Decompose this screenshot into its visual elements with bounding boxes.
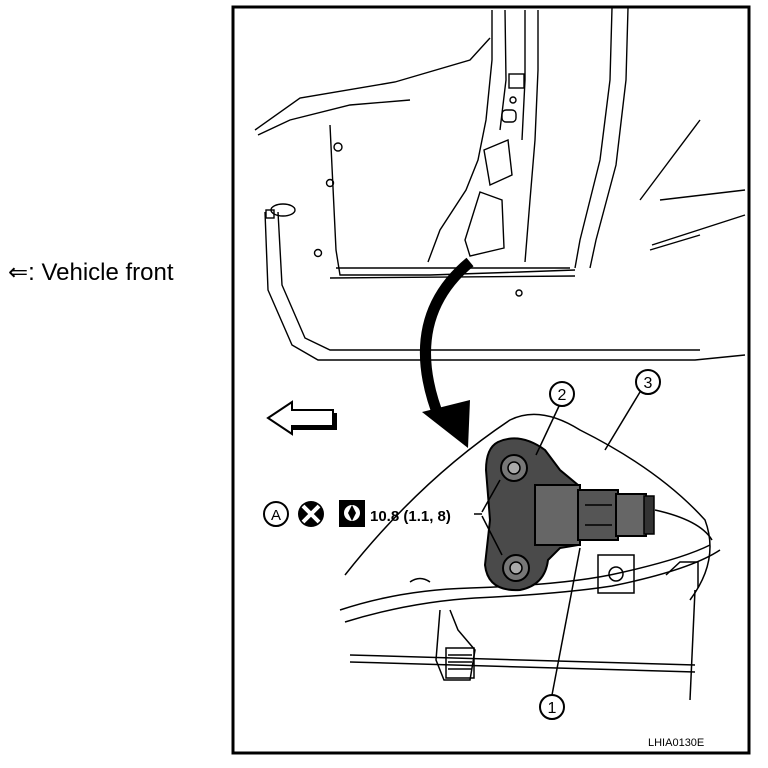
callout-a-icon: A xyxy=(263,501,289,527)
crankshaft-position-sensor xyxy=(483,437,655,592)
legend-text: : Vehicle front xyxy=(28,259,174,286)
vehicle-front-legend: ⇐: Vehicle front xyxy=(8,258,174,287)
detail-view-drawing xyxy=(339,413,721,701)
bolt-leader-lines xyxy=(474,479,503,556)
front-arrow-icon xyxy=(266,400,337,436)
detail-pointer-arrow xyxy=(419,257,474,448)
callout-2: 2 xyxy=(549,381,575,407)
figure-frame xyxy=(231,5,751,755)
callout-leaders xyxy=(535,391,641,696)
torque-spec: 10.8 (1.1, 8) xyxy=(370,508,451,525)
callout-3: 3 xyxy=(635,369,661,395)
figure-code: LHIA0130E xyxy=(648,737,704,749)
torque-wrench-icon xyxy=(339,500,365,527)
callout-a-label: A xyxy=(271,507,281,524)
callout-3-label: 3 xyxy=(644,375,653,392)
vehicle-body-drawing xyxy=(254,7,746,361)
callout-2-label: 2 xyxy=(558,387,567,404)
do-not-reuse-icon xyxy=(298,501,324,527)
callout-1: 1 xyxy=(539,694,565,720)
left-arrow-icon: ⇐ xyxy=(8,258,29,286)
callout-1-label: 1 xyxy=(548,700,557,717)
